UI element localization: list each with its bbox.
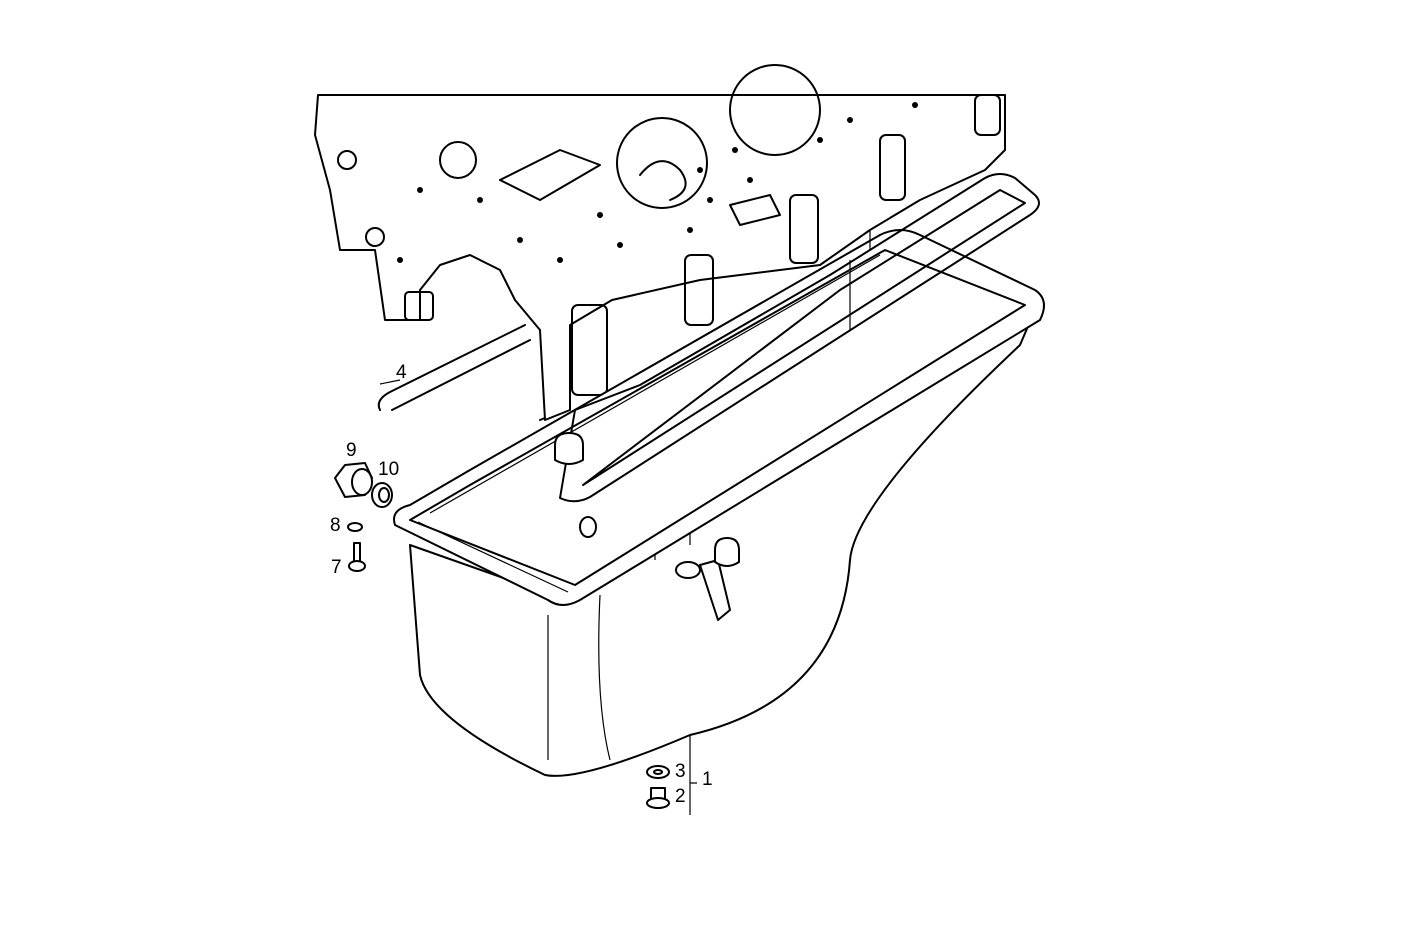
part-9-plug xyxy=(334,462,373,498)
callout-4: 4 xyxy=(396,362,407,383)
part-8-washer xyxy=(347,522,363,532)
oil-pan xyxy=(393,229,1045,777)
leader-lines xyxy=(379,379,697,815)
callout-9: 9 xyxy=(346,440,357,461)
block-bolt-holes xyxy=(397,102,918,263)
callout-3: 3 xyxy=(675,761,686,782)
gasket xyxy=(377,173,1040,503)
engine-block xyxy=(314,64,1006,421)
part-2-drain-plug xyxy=(646,787,670,809)
callout-2: 2 xyxy=(675,786,686,807)
callout-8: 8 xyxy=(330,515,341,536)
part-3-washer xyxy=(646,765,670,779)
part-7-screw xyxy=(348,542,366,572)
callout-10: 10 xyxy=(378,459,400,480)
callout-1: 1 xyxy=(702,769,713,790)
callout-7: 7 xyxy=(331,557,342,578)
part-10-seal-ring xyxy=(371,482,393,508)
